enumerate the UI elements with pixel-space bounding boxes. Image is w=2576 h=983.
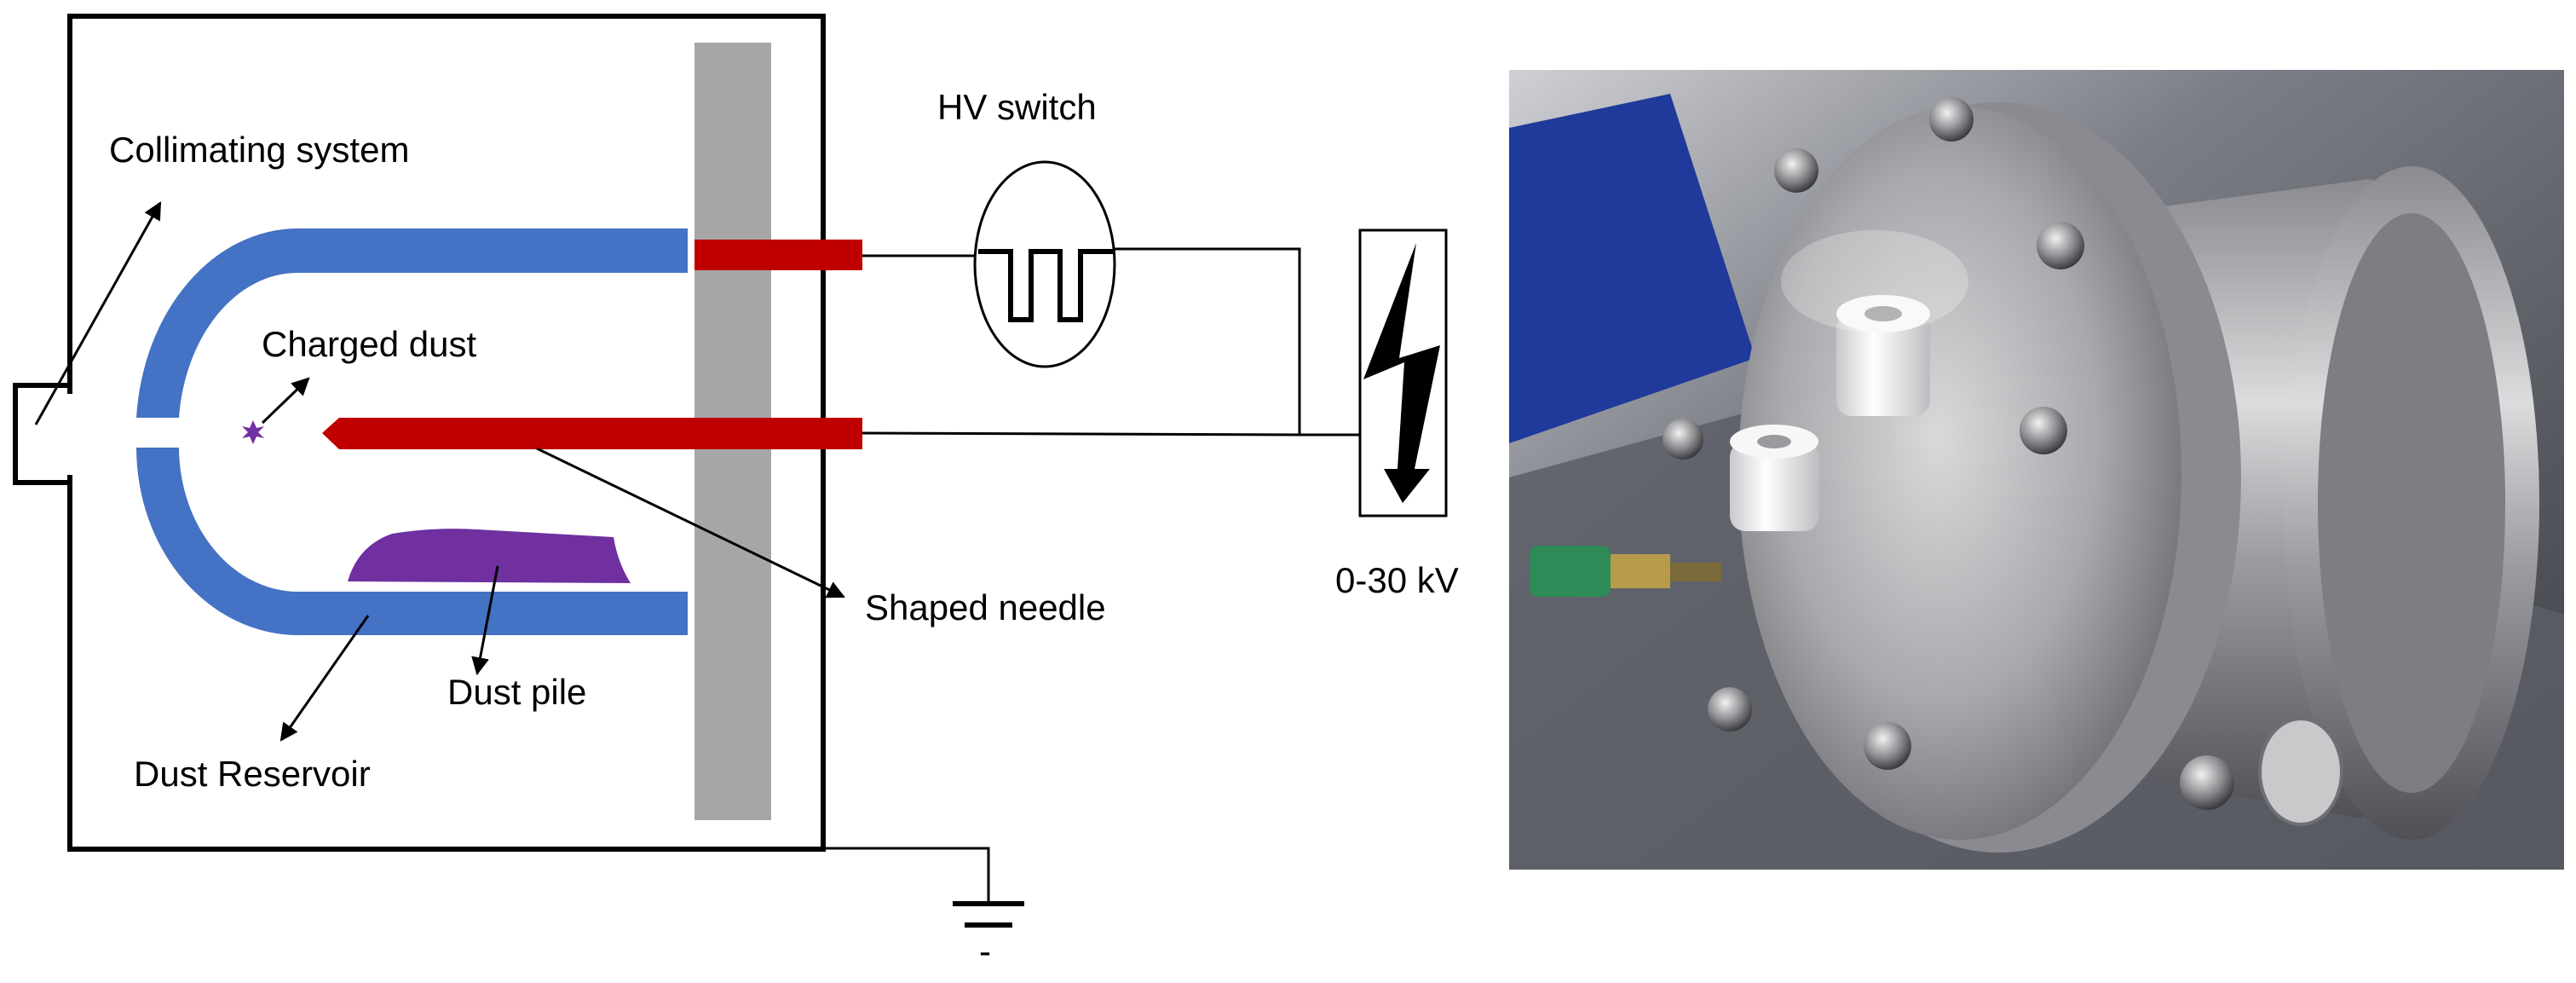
photo-blue-backdrop	[1509, 94, 1755, 443]
label-charged-dust: Charged dust	[262, 324, 476, 364]
wire-switch-to-supply	[1113, 247, 1360, 437]
exit-port-bracket	[13, 383, 70, 485]
ground-symbol-icon	[953, 901, 1024, 928]
label-ground-minus: -	[979, 931, 991, 971]
dust-reservoir-lower-shape	[136, 448, 688, 635]
lightning-bolt-icon	[1363, 243, 1440, 503]
shaped-needle-electrode	[322, 418, 862, 449]
photo-green-connector	[1530, 546, 1721, 597]
hv-switch	[973, 160, 1116, 368]
label-dust-reservoir: Dust Reservoir	[134, 754, 371, 794]
photo-front-flange-face	[1738, 107, 2181, 840]
arrow-shaped-needle	[536, 447, 845, 598]
arrow-collimating	[34, 201, 162, 425]
hv-switch-ellipse	[973, 160, 1116, 368]
dust-pile-shape	[348, 529, 631, 583]
arrow-charged-dust	[261, 377, 310, 425]
arrow-dust-pile	[471, 565, 499, 676]
photo-sheen	[1781, 230, 1968, 332]
arrow-dust-reservoir	[279, 615, 370, 742]
wire-ground	[823, 847, 990, 904]
schematic: Collimating system Charged dust HV switc…	[13, 14, 1459, 971]
photo-flange-bolts	[1663, 97, 2234, 810]
label-voltage-range: 0-30 kV	[1335, 560, 1459, 600]
hv-switch-pulse-icon	[978, 249, 1113, 322]
photo-rear-flange-face	[2318, 213, 2505, 793]
label-dust-pile: Dust pile	[447, 672, 586, 712]
upper-electrode	[694, 240, 862, 270]
label-shaped-needle: Shaped needle	[865, 587, 1106, 627]
photo-ptfe-insulators	[1730, 295, 1930, 531]
label-hv-switch: HV switch	[937, 87, 1097, 127]
label-collimating-system: Collimating system	[109, 130, 409, 170]
charged-dust-particle	[242, 420, 264, 444]
dust-reservoir-shape	[136, 228, 688, 418]
device-photo	[1509, 70, 2564, 870]
exit-port-gap	[67, 394, 74, 475]
photo-knurled-knob	[2258, 717, 2343, 826]
wire-needle	[862, 431, 1300, 437]
